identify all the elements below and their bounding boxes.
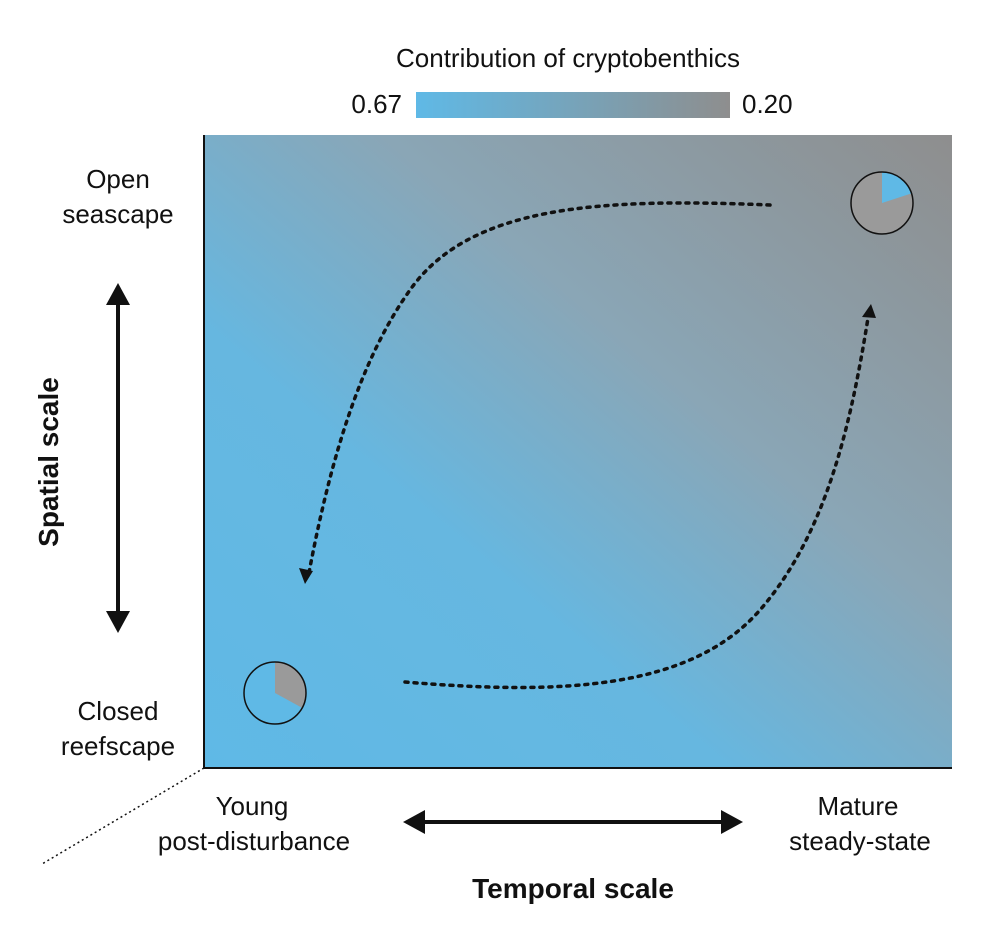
pie-mature-outline xyxy=(850,171,914,235)
dotted-arrow-top xyxy=(306,201,772,580)
pie-young-closed xyxy=(243,661,307,725)
gradient-field xyxy=(204,135,952,768)
y-top-label-line2: seascape xyxy=(62,199,173,229)
legend-title: Contribution of cryptobenthics xyxy=(396,43,740,73)
dotted-arrow-bottom xyxy=(403,316,870,690)
legend-max-label: 0.20 xyxy=(742,89,793,119)
legend-colorbar xyxy=(416,92,730,118)
y-axis-title: Spatial scale xyxy=(33,377,64,547)
y-top-label-line1: Open xyxy=(86,164,150,194)
x-left-label-line2: post-disturbance xyxy=(158,826,350,856)
x-axis-title: Temporal scale xyxy=(472,873,674,904)
y-axis-double-arrow xyxy=(106,283,130,633)
dotted-arrow-top-head xyxy=(299,568,313,584)
dotted-arrow-bottom-head xyxy=(862,304,876,318)
y-bottom-label-line1: Closed xyxy=(78,696,159,726)
x-left-label-line1: Young xyxy=(216,791,289,821)
corner-dotted-line xyxy=(41,767,205,865)
x-right-label-line2: steady-state xyxy=(789,826,931,856)
x-axis-double-arrow xyxy=(403,810,743,834)
y-bottom-label-line2: reefscape xyxy=(61,731,175,761)
pie-young-outline xyxy=(243,661,307,725)
legend-min-label: 0.67 xyxy=(351,89,402,119)
pie-mature-gray-slice xyxy=(850,172,913,235)
pie-mature-open xyxy=(850,171,914,235)
x-right-label-line1: Mature xyxy=(818,791,899,821)
